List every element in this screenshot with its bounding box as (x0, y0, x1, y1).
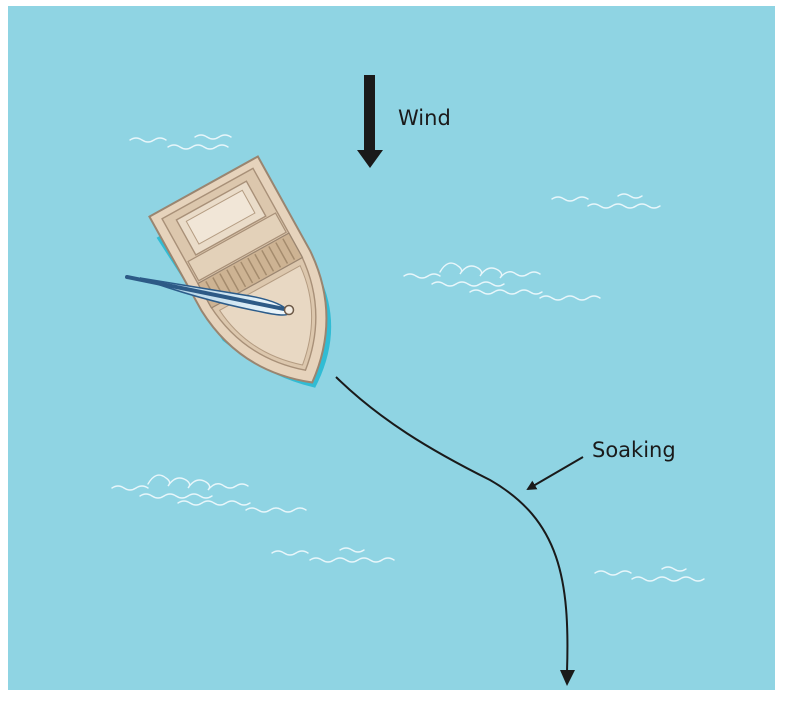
water-background (8, 6, 775, 690)
soaking-label: Soaking (592, 438, 676, 462)
wind-label: Wind (398, 106, 451, 130)
oarlock (285, 306, 294, 315)
